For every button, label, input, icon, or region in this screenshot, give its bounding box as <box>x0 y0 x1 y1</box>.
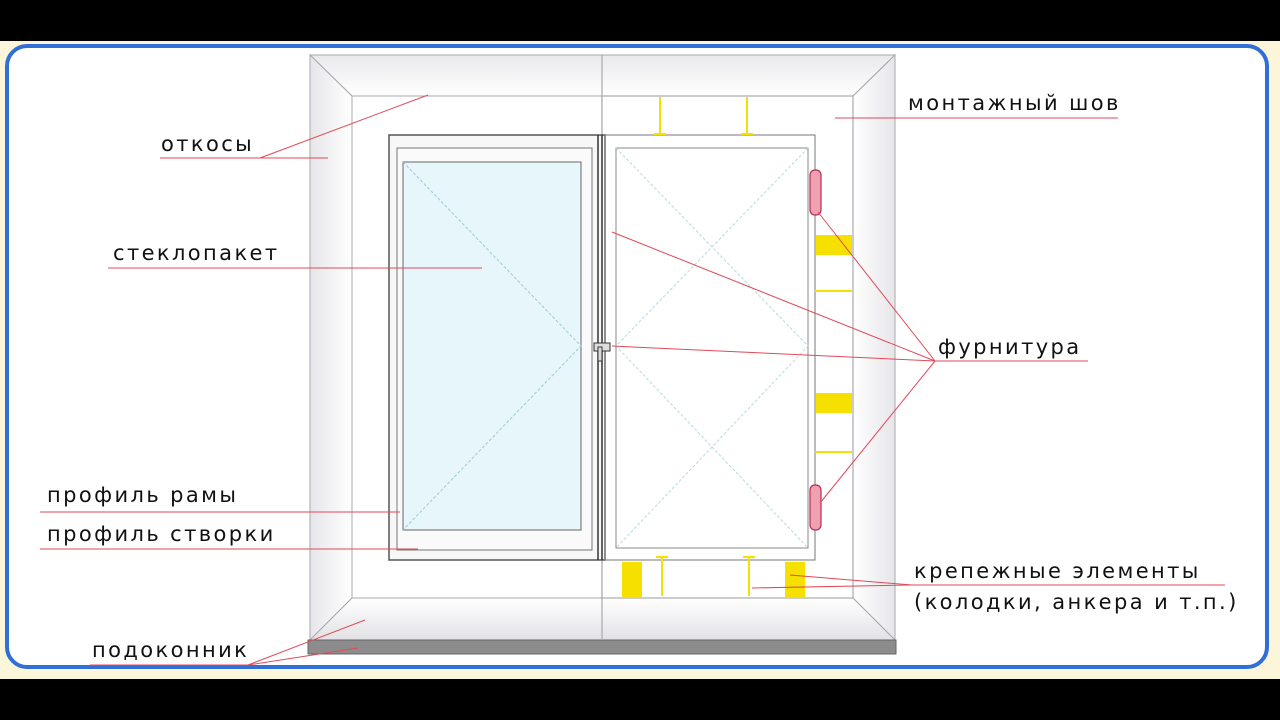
label-montazhny-shov: монтажный шов <box>908 91 1121 115</box>
handle <box>593 342 611 362</box>
reveals <box>308 53 897 642</box>
label-profil-ramy: профиль рамы <box>47 483 239 507</box>
hinges <box>809 169 822 531</box>
windowsill <box>307 639 897 655</box>
label-otkosy: откосы <box>161 132 255 156</box>
glass-unit <box>402 161 582 531</box>
label-krepezhnye-line1: крепежные элементы <box>914 559 1201 583</box>
fasteners <box>622 97 852 597</box>
label-podokonnik: подоконник <box>92 638 250 662</box>
label-krepezhnye-line2: (колодки, анкера и т.п.) <box>914 590 1239 614</box>
leader-lines <box>40 94 1225 666</box>
label-steklopaket: стеклопакет <box>113 241 280 265</box>
label-profil-stvorki: профиль створки <box>47 522 276 546</box>
left-window <box>388 134 606 561</box>
label-furnitura: фурнитура <box>938 335 1082 359</box>
